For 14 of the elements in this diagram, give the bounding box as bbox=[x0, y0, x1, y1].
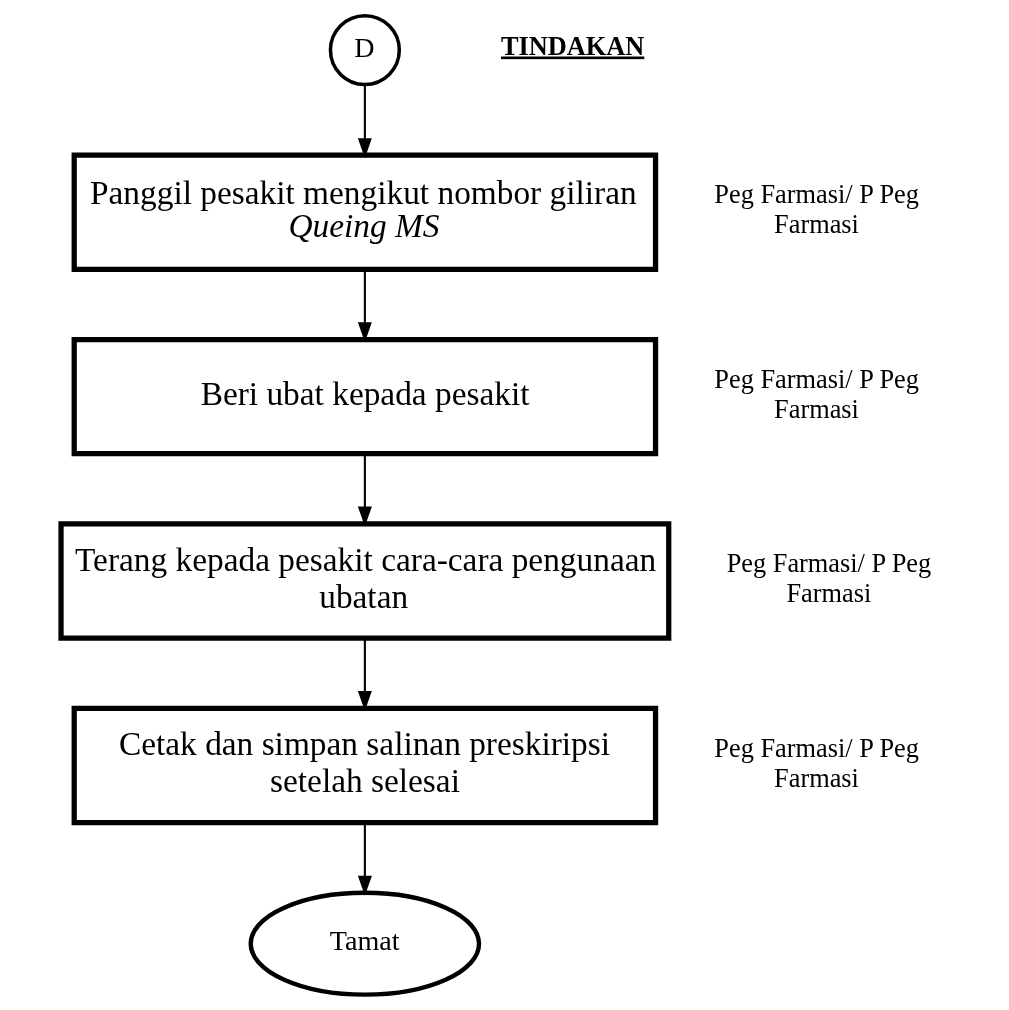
node-box: Panggil pesakit mengikut nombor giliran Queing MS bbox=[71, 152, 659, 272]
node-box: Cetak dan simpan salinan preskiripsi setelah selesai bbox=[71, 705, 659, 826]
arrow bbox=[357, 85, 372, 159]
arrow bbox=[357, 454, 372, 527]
node-circle: D bbox=[328, 13, 402, 87]
node-label: Peg Farmasi/ P Peg Farmasi bbox=[714, 364, 919, 424]
node-label: Peg Farmasi/ P Peg Farmasi bbox=[726, 549, 932, 609]
node-label: Peg Farmasi/ P Peg Farmasi bbox=[714, 180, 919, 240]
arrow bbox=[357, 823, 372, 896]
label: TINDAKAN bbox=[500, 31, 645, 61]
node-label: Peg Farmasi/ P Peg Farmasi bbox=[714, 733, 919, 793]
node-ellipse: Tamat bbox=[248, 890, 482, 997]
node-box: Terang kepada pesakit cara-cara pengunaan ubatan bbox=[58, 521, 672, 641]
node-box: Beri ubat kepada pesakit bbox=[71, 336, 659, 457]
